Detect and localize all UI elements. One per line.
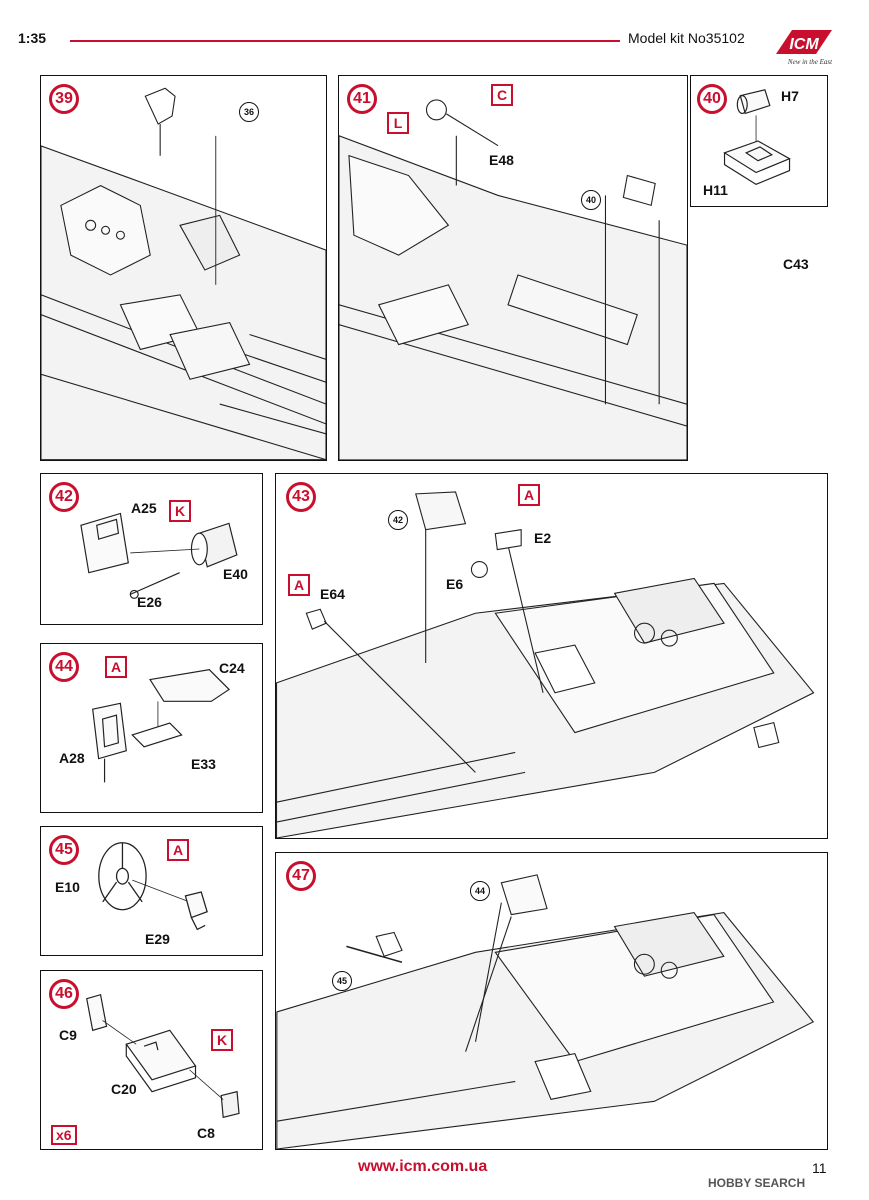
svg-text:New in the East: New in the East (787, 58, 833, 66)
panel-step-39: 39 36 (40, 75, 327, 461)
step-number-43: 43 (286, 482, 316, 512)
color-callout-k: K (211, 1029, 233, 1051)
panel-step-47: 47 44 45 (275, 852, 828, 1150)
panel-step-43: 43 42 A E2 E6 A E64 (275, 473, 828, 839)
step-ref-45: 45 (332, 971, 352, 991)
step-number-46: 46 (49, 979, 79, 1009)
step-ref-42: 42 (388, 510, 408, 530)
color-callout-a-top: A (518, 484, 540, 506)
part-label-e48: E48 (489, 152, 514, 168)
page-number: 11 (812, 1160, 827, 1176)
hull-interior-drawing (41, 87, 326, 460)
hull-final-drawing (276, 874, 815, 1149)
color-callout-a-left: A (288, 574, 310, 596)
step-number-47: 47 (286, 861, 316, 891)
color-callout-c: C (491, 84, 513, 106)
part-label-e6: E6 (446, 576, 464, 592)
step-number-41: 41 (347, 84, 377, 114)
part-label-h11: H11 (703, 182, 728, 198)
color-callout-a: A (105, 656, 127, 678)
steering-wheel-drawing (98, 842, 208, 931)
part-label-c20: C20 (111, 1081, 137, 1097)
step-ref-44: 44 (470, 881, 490, 901)
step-ref-40: 40 (581, 190, 601, 210)
part-label-e29: E29 (145, 931, 170, 947)
step-number-42: 42 (49, 482, 79, 512)
hobby-search-watermark: HOBBY SEARCH (708, 1176, 806, 1190)
color-callout-k: K (169, 500, 191, 522)
part-label-c43-outer: C43 (783, 256, 809, 272)
part-label-c8: C8 (197, 1125, 215, 1141)
panel-step-42: 42 A25 K E40 E26 (40, 473, 263, 625)
panel-step-41: 41 C L E48 40 (338, 75, 688, 461)
part-label-e2: E2 (534, 530, 552, 546)
part-label-e33: E33 (191, 756, 216, 772)
hull-engine-drawing (276, 491, 815, 838)
svg-text:ICM: ICM (789, 36, 819, 53)
panel-step-44: 44 A C24 A28 E33 (40, 643, 263, 813)
website-url[interactable]: www.icm.com.ua (358, 1158, 488, 1175)
quantity-badge: x6 (51, 1125, 77, 1145)
step-number-45: 45 (49, 835, 79, 865)
color-callout-l: L (387, 112, 409, 134)
header-rule (70, 40, 620, 42)
panel-step-46: 46 K C9 C20 C8 x6 (40, 970, 263, 1150)
step-number-44: 44 (49, 652, 79, 682)
hull-rear-drawing (339, 99, 687, 460)
fuel-can-drawing (723, 89, 791, 185)
part-label-e26: E26 (137, 594, 162, 610)
part-label-e40: E40 (223, 566, 248, 582)
part-label-c24: C24 (219, 660, 245, 676)
ammo-box-drawing (86, 993, 240, 1119)
seat-assembly-drawing (80, 512, 238, 599)
part-label-e64: E64 (320, 586, 345, 602)
part-label-a28: A28 (59, 750, 85, 766)
step-ref-36: 36 (239, 102, 259, 122)
part-label-h7: H7 (781, 88, 799, 104)
step-number-39: 39 (49, 84, 79, 114)
part-label-e10: E10 (55, 879, 80, 895)
panel-step-45: 45 A E10 E29 (40, 826, 263, 956)
part-label-a25: A25 (131, 500, 157, 516)
part-label-c9: C9 (59, 1027, 77, 1043)
kit-number: Model kit No35102 (628, 30, 745, 46)
scale-label: 1:35 (18, 30, 47, 46)
step-number-40: 40 (697, 84, 727, 114)
color-callout-a: A (167, 839, 189, 861)
icm-logo: ICM New in the East (776, 30, 833, 66)
seat-frame-drawing (92, 669, 231, 783)
panel-step-40: 40 H7 H11 (690, 75, 828, 207)
